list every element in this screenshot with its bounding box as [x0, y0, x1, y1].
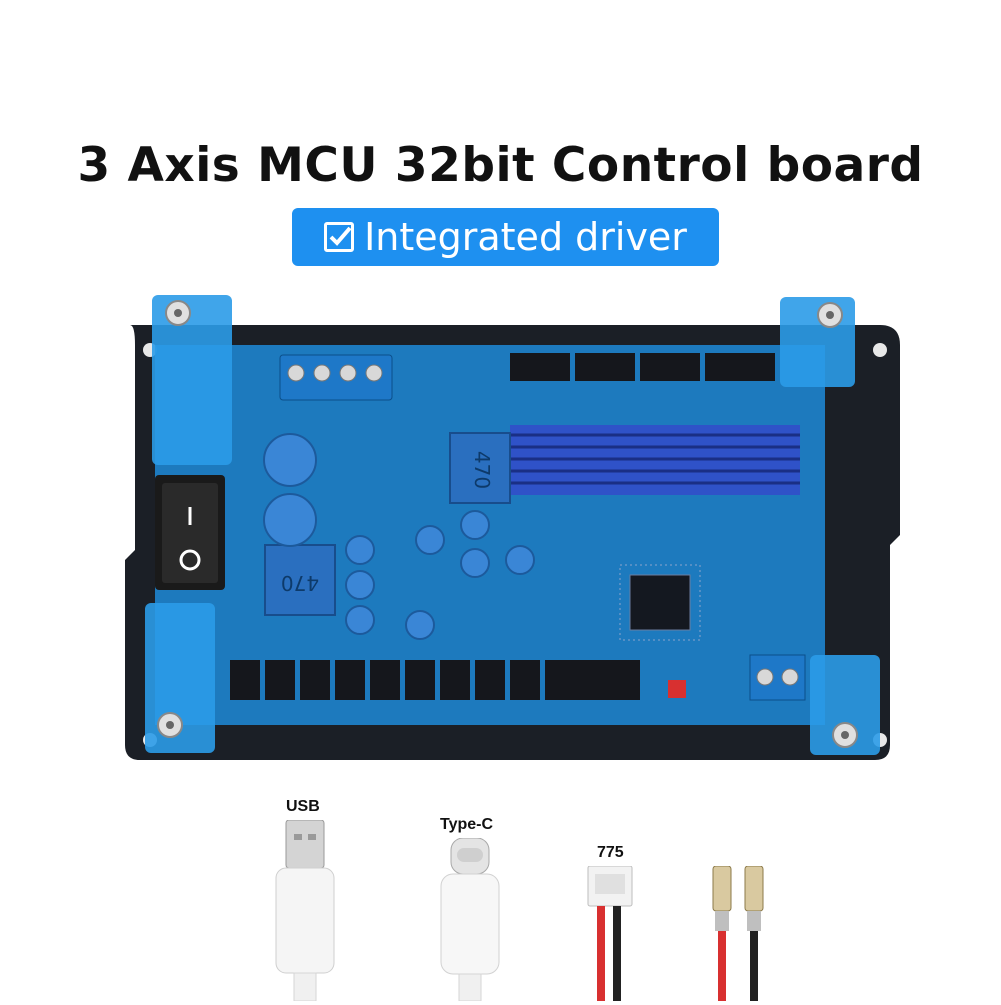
- control-board-image: 470 470: [100, 285, 910, 775]
- spade-terminal-icon: [705, 865, 775, 1005]
- inductor-label-2: 470: [281, 571, 319, 595]
- page-title: 3 Axis MCU 32bit Control board: [77, 138, 924, 193]
- checkbox-icon: [324, 222, 355, 252]
- type-c-label: Type-C: [440, 816, 494, 833]
- connector-775-label: 775: [597, 844, 624, 861]
- connector-775-icon: [585, 865, 635, 1005]
- usb-label: USB: [286, 798, 320, 815]
- usb-cable-icon: [270, 819, 340, 1005]
- usb-c-cable-icon: [437, 837, 503, 1005]
- badge-text: Integrated driver: [364, 215, 687, 259]
- integrated-driver-badge: Integrated driver: [292, 208, 719, 266]
- inductor-label-1: 470: [470, 451, 494, 489]
- control-board-illustration: 470 470: [125, 295, 900, 760]
